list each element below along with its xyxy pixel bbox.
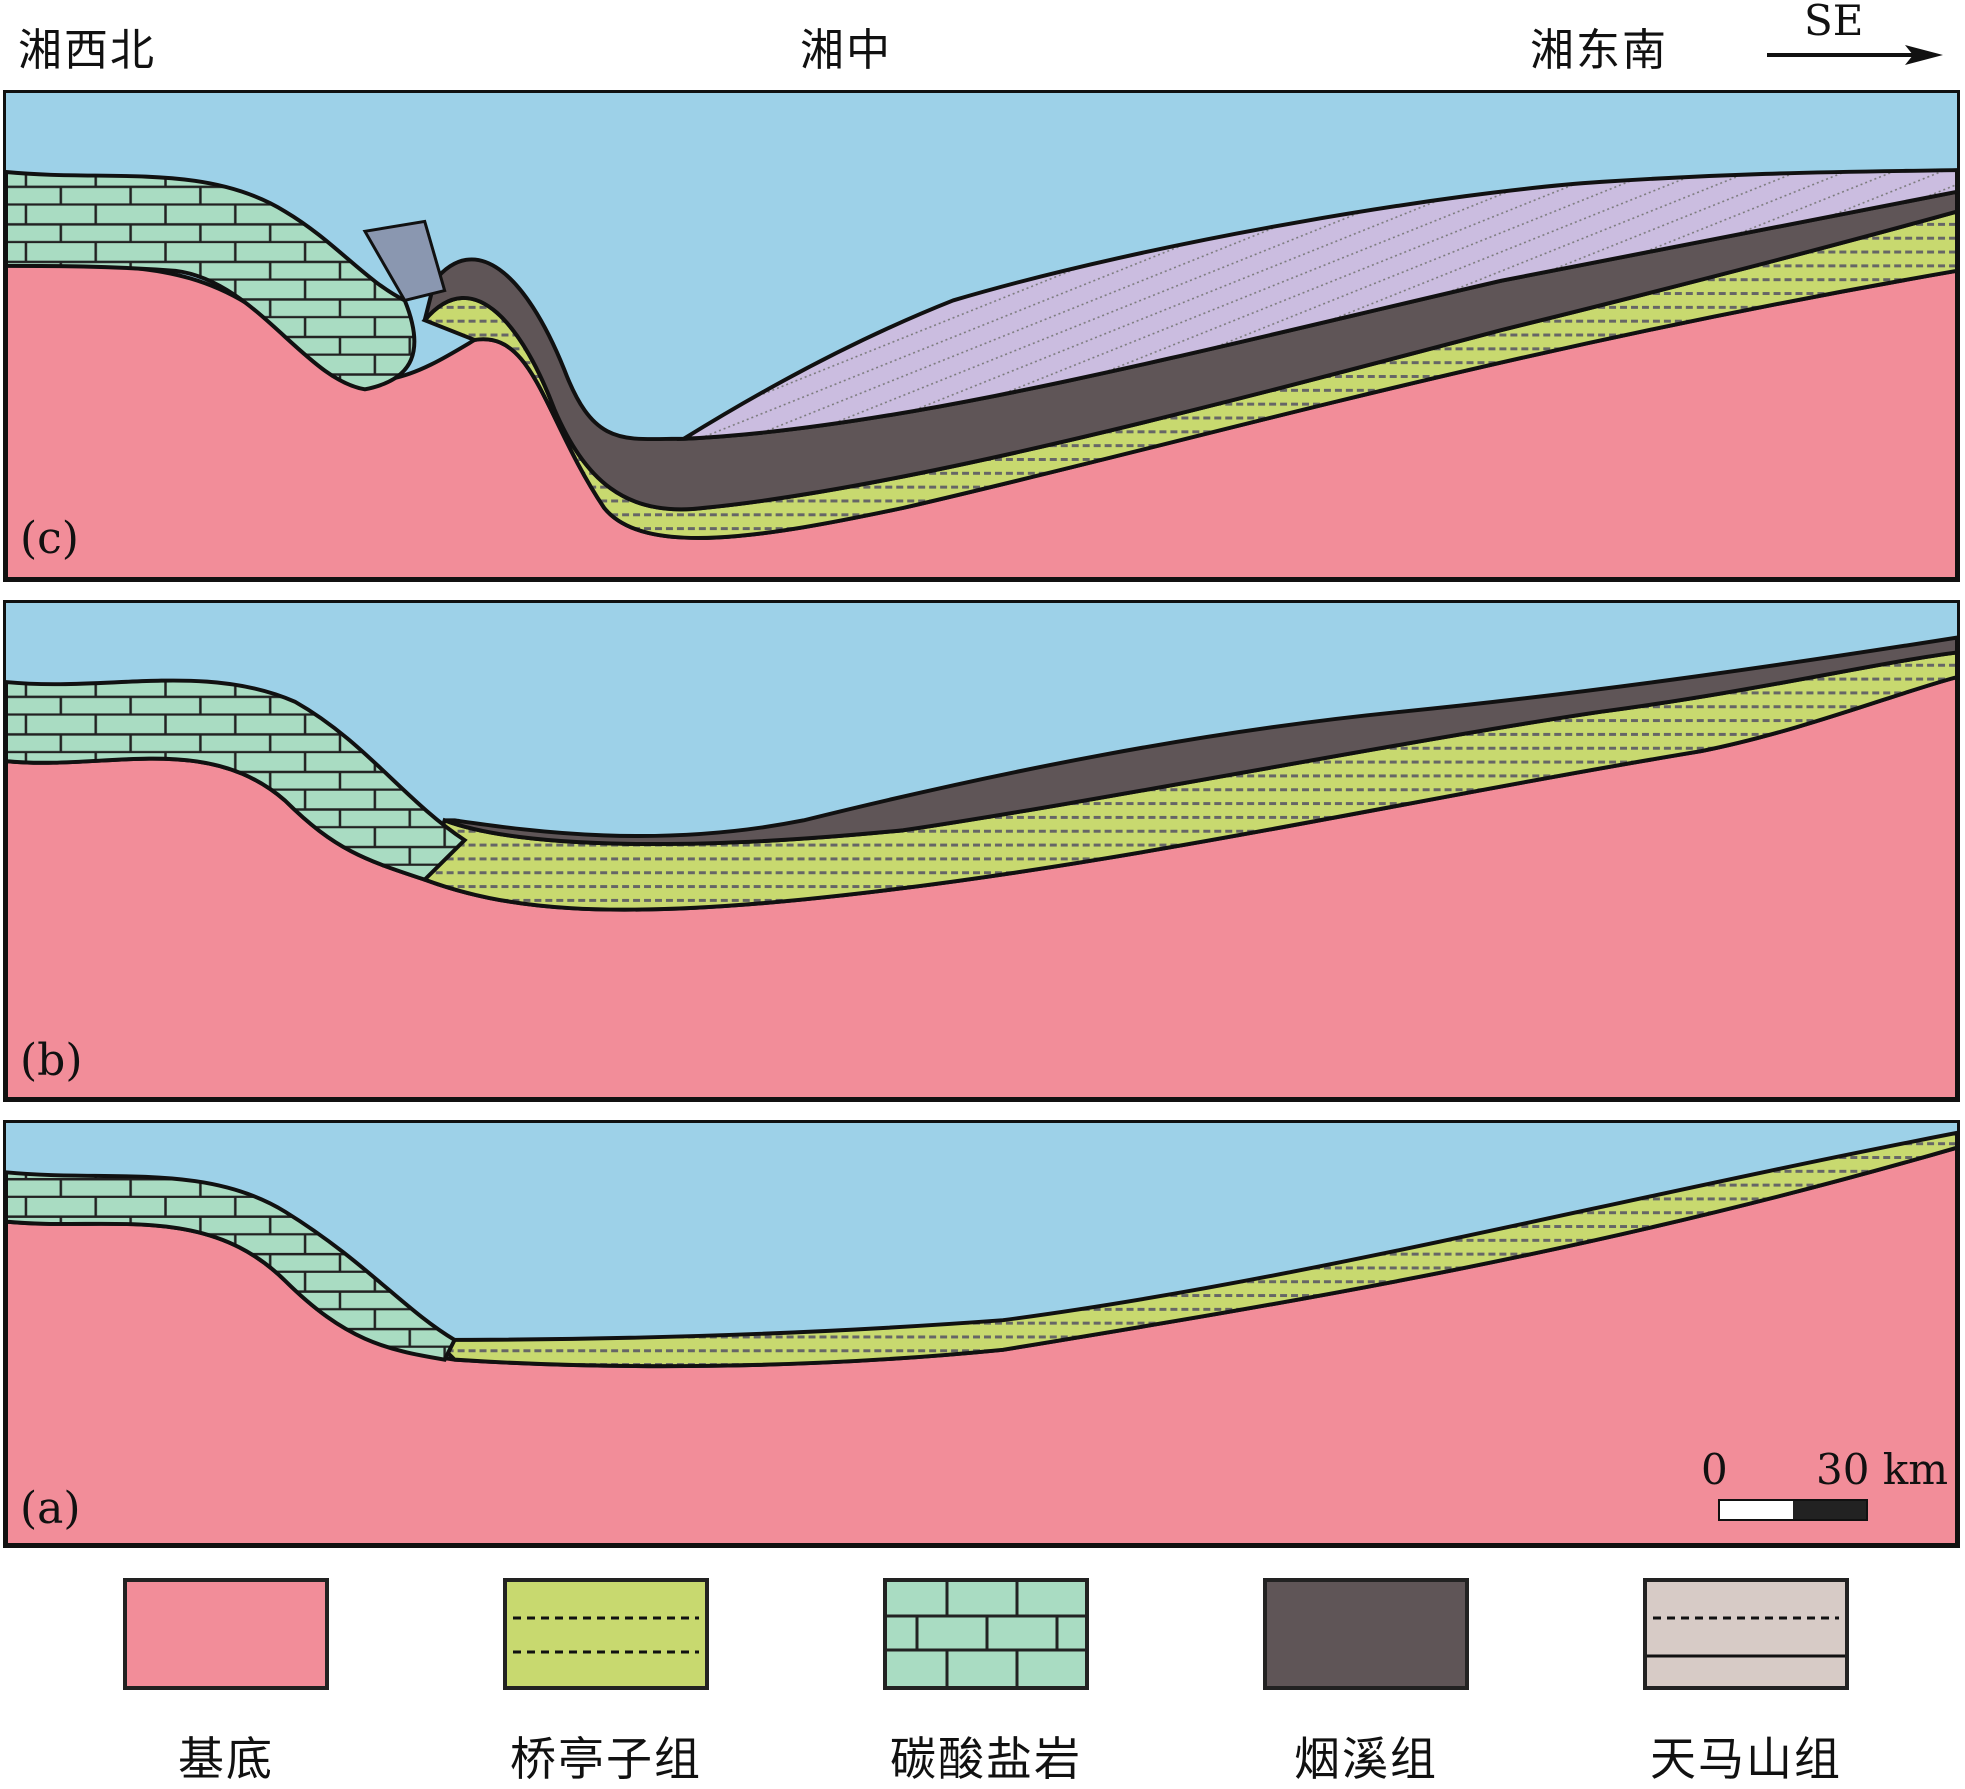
panel-a: (a) 0 30 km [3,1120,1960,1548]
scale-distance: 30 km [1816,1445,1949,1494]
location-central-hunan: 湘中 [800,25,892,76]
legend-item-tianmashan: 天马山组 [1643,1578,1849,1786]
legend-item-yanxi: 烟溪组 [1263,1578,1469,1786]
legend-item-basement: 基底 [123,1578,329,1786]
panel-label-b: (b) [20,1035,83,1086]
location-southeast-hunan: 湘东南 [1530,25,1668,76]
panel-b: (b) [3,600,1960,1102]
panel-label-a: (a) [20,1483,81,1534]
cross-section-b [6,603,1957,1099]
cross-section-a [6,1123,1957,1545]
legend-swatch-yanxi [1263,1578,1469,1690]
location-northwest-hunan: 湘西北 [18,25,156,76]
legend-item-qiaotingzi: 桥亭子组 [503,1578,709,1786]
scale-bar [1718,1499,1868,1521]
legend-swatch-basement [123,1578,329,1690]
cross-section-c [6,93,1957,579]
direction-label: SE [1804,0,1864,45]
legend-swatch-qiaotingzi [503,1578,709,1690]
legend-item-carbonate: 碳酸盐岩 [883,1578,1089,1786]
legend-swatch-carbonate [883,1578,1089,1690]
legend-label-basement: 基底 [178,1732,274,1786]
panel-label-c: (c) [20,513,79,564]
direction-arrow-icon [1767,45,1943,65]
legend-label-tianmashan: 天马山组 [1650,1732,1842,1786]
scale-zero: 0 [1701,1445,1728,1494]
legend-label-carbonate: 碳酸盐岩 [890,1732,1082,1786]
legend-label-qiaotingzi: 桥亭子组 [510,1732,702,1786]
legend-swatch-tianmashan [1643,1578,1849,1690]
panel-c: (c) [3,90,1960,582]
legend-label-yanxi: 烟溪组 [1294,1732,1438,1786]
